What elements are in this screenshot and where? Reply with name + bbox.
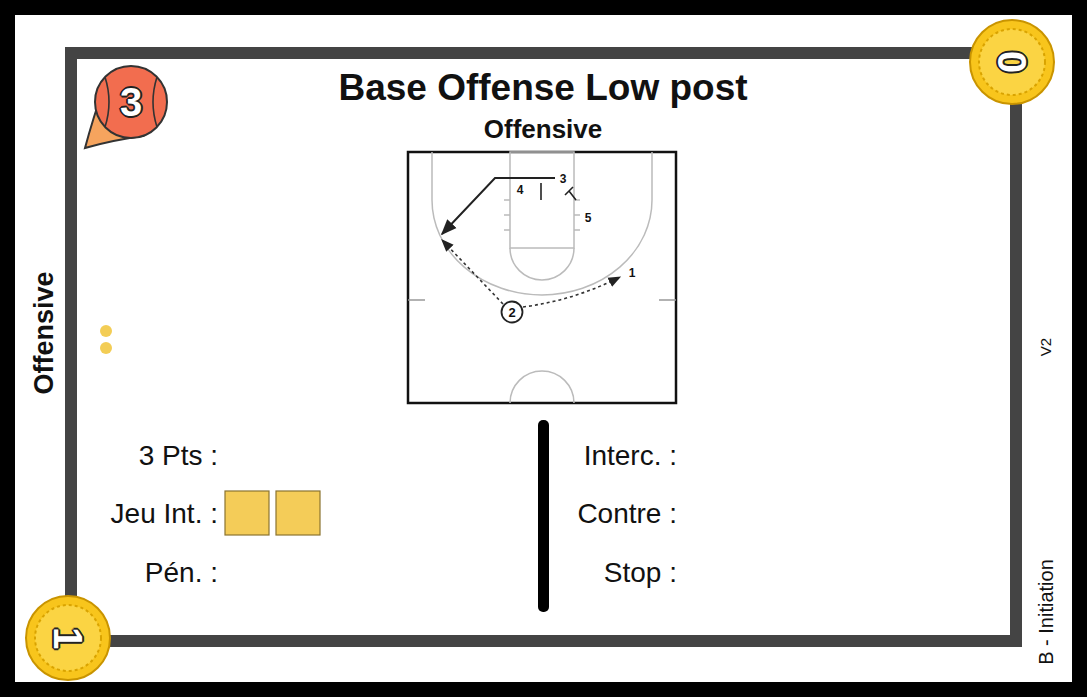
ball-seam xyxy=(105,77,157,127)
card-title: Base Offense Low post xyxy=(338,68,747,109)
ball xyxy=(95,66,167,138)
level-badge-number: 3 xyxy=(120,82,142,122)
value-coin-number: 1 xyxy=(48,627,88,649)
dot xyxy=(100,325,112,337)
stat-label: Jeu Int. : xyxy=(111,499,218,530)
version-tag: V2 xyxy=(1038,338,1055,356)
coin-face xyxy=(979,29,1045,95)
value-coin: 1 xyxy=(24,594,112,682)
cut-arrow xyxy=(442,178,555,234)
screen-mark xyxy=(565,187,576,200)
player-circle-number: 2 xyxy=(508,306,515,319)
cost-coin-number: 0 xyxy=(992,51,1032,73)
stat-square xyxy=(276,491,320,535)
level-badge: 3 xyxy=(83,58,175,150)
dot xyxy=(100,342,112,354)
center-circle xyxy=(510,371,574,403)
court-border xyxy=(408,152,676,403)
player-ring xyxy=(502,302,523,323)
side-marks xyxy=(408,299,676,301)
pass-arrow xyxy=(523,277,620,307)
lane-marks xyxy=(504,200,580,230)
coin-face xyxy=(35,605,101,671)
stat-label: 3 Pts : xyxy=(139,441,218,472)
coin-rim xyxy=(26,596,110,680)
stat-label: Interc. : xyxy=(584,441,677,472)
card-frame xyxy=(71,53,1016,641)
free-throw-circle xyxy=(510,248,574,280)
stat-square xyxy=(225,491,269,535)
player-circle: 2 xyxy=(500,300,524,324)
player-number: 1 xyxy=(628,267,637,280)
three-point-arc xyxy=(432,152,652,295)
pass-arrow xyxy=(442,240,503,304)
player-number: 3 xyxy=(559,173,568,186)
player-number: 5 xyxy=(584,212,593,225)
cost-coin: 0 xyxy=(968,18,1056,106)
stat-label: Pén. : xyxy=(145,558,218,589)
card-subtitle: Offensive xyxy=(484,115,603,144)
stat-label: Contre : xyxy=(577,499,677,530)
card-category: Offensive xyxy=(30,271,60,394)
lane xyxy=(510,152,574,248)
divider-bar xyxy=(538,420,549,612)
screen-mark xyxy=(540,183,542,200)
player-number: 4 xyxy=(516,184,525,197)
level-tag: B - Initiation xyxy=(1035,559,1057,665)
stat-label: Stop : xyxy=(604,558,677,589)
card-ground xyxy=(15,15,1072,682)
coin-rim xyxy=(970,20,1054,104)
court xyxy=(408,152,676,403)
